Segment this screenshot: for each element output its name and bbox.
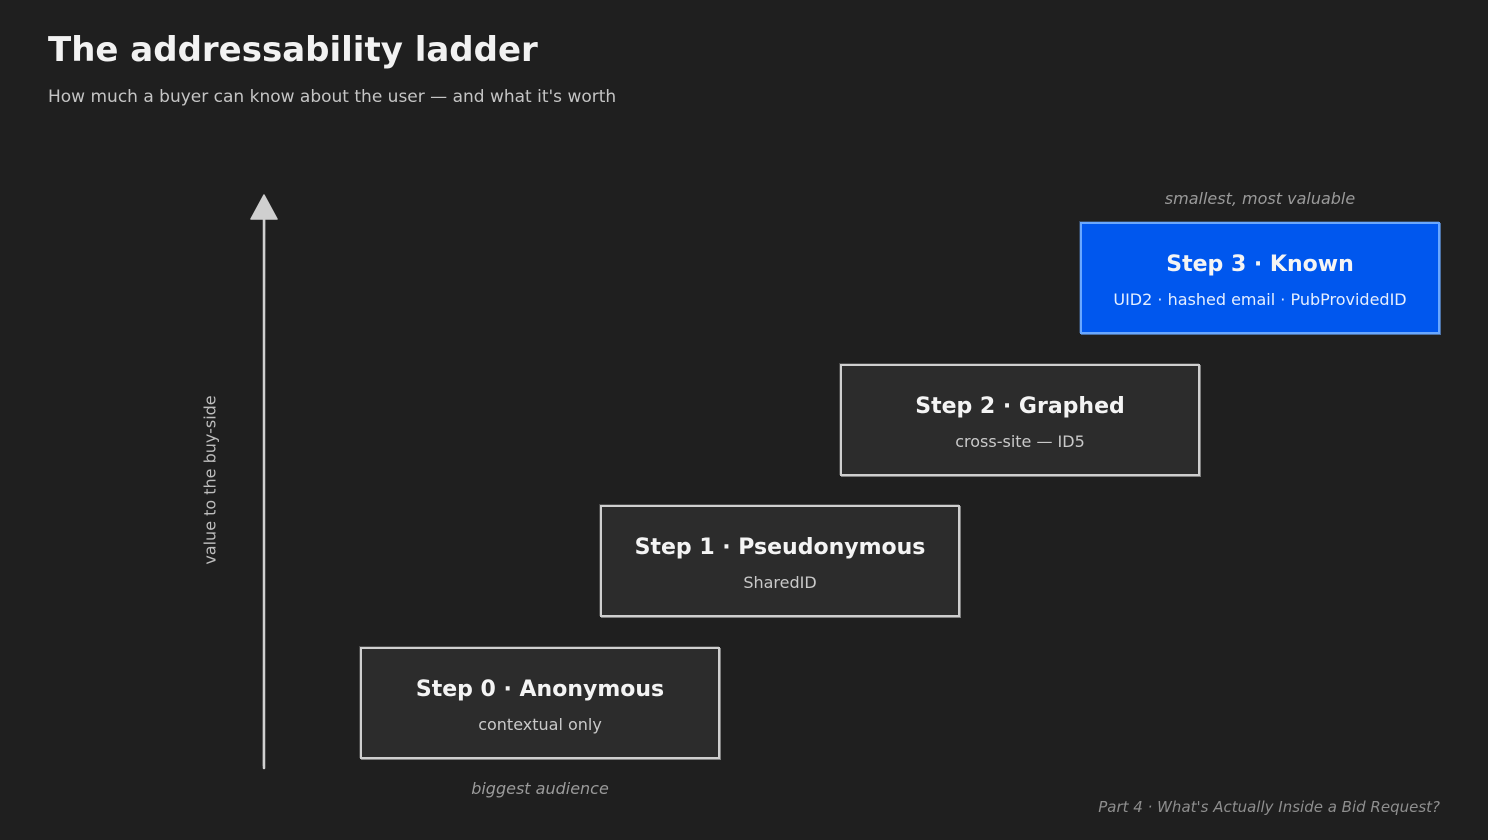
step-1-title: Step 1 · Pseudonymous xyxy=(634,535,926,560)
step-1-box: Step 1 · Pseudonymous SharedID xyxy=(600,505,960,617)
bottom-note: biggest audience xyxy=(471,779,609,798)
step-1-subtitle: SharedID xyxy=(743,573,817,592)
top-note: smallest, most valuable xyxy=(1164,189,1356,208)
axis-label: value to the buy-side xyxy=(200,395,220,565)
step-2-title: Step 2 · Graphed xyxy=(915,394,1125,419)
step-3-subtitle: UID2 · hashed email · PubProvidedID xyxy=(1113,290,1407,309)
step-0-title: Step 0 · Anonymous xyxy=(415,677,665,702)
step-0-box: Step 0 · Anonymous contextual only xyxy=(360,647,720,759)
page-subtitle: How much a buyer can know about the user… xyxy=(48,87,617,107)
step-2-subtitle: cross-site — ID5 xyxy=(955,432,1085,451)
step-3-box: Step 3 · Known UID2 · hashed email · Pub… xyxy=(1080,222,1440,334)
footer-series-label: Part 4 · What's Actually Inside a Bid Re… xyxy=(1098,798,1440,816)
step-0-subtitle: contextual only xyxy=(478,715,602,734)
step-3-title: Step 3 · Known xyxy=(1166,252,1354,277)
page-title: The addressability ladder xyxy=(48,30,538,70)
step-2-box: Step 2 · Graphed cross-site — ID5 xyxy=(840,364,1200,476)
